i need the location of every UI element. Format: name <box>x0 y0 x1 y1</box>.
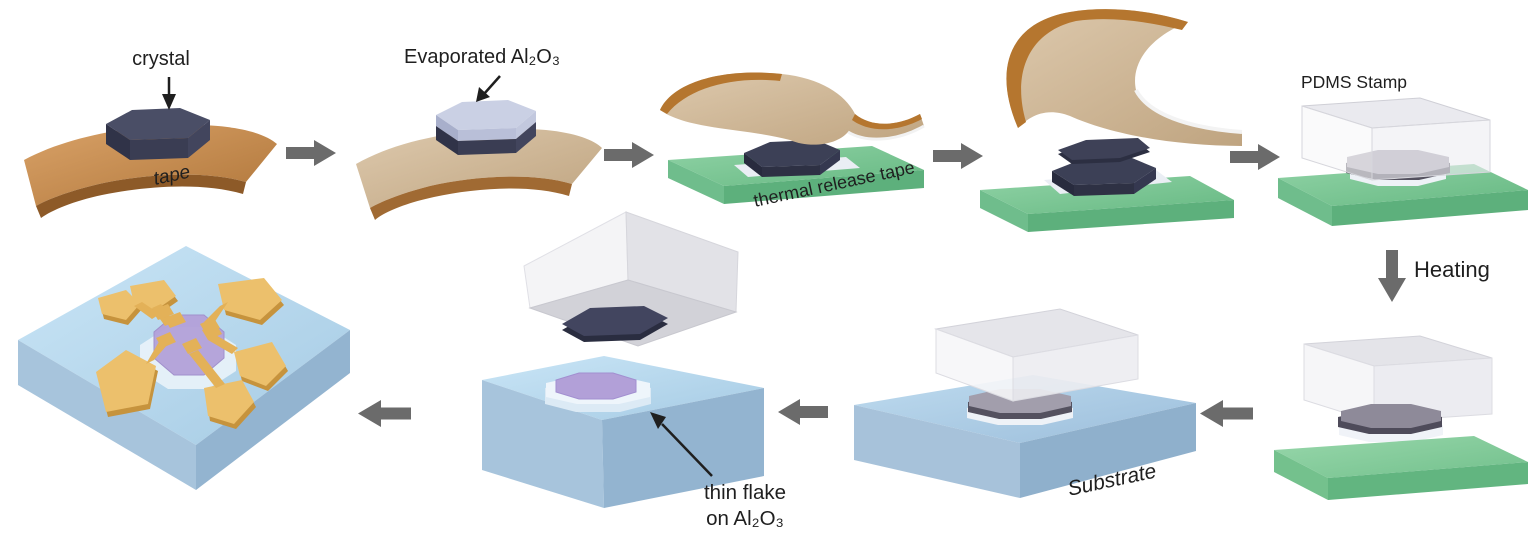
pdms-stamp-label: PDMS Stamp <box>1301 72 1407 92</box>
step2-al2o3-evaporation <box>348 42 643 252</box>
electrode-pads <box>96 278 286 424</box>
tape-pressed-down <box>660 72 925 145</box>
step7-stamp-on-substrate <box>848 293 1204 518</box>
thermal-release-tape-slab <box>980 176 1234 232</box>
tape <box>24 125 277 218</box>
flow-arrow-left-6-icon <box>778 399 828 425</box>
crystal-pointer-arrow-icon <box>162 77 176 110</box>
thermal-release-tape-slab <box>668 146 924 204</box>
evaporated-pointer-arrow-icon <box>476 75 501 102</box>
electrode-fingers <box>134 302 238 388</box>
step3-flip-on-thermal-release-tape <box>640 66 940 238</box>
evaporated-al2o3-label: Evaporated Al₂O₃ <box>404 46 560 68</box>
thin-flake-pointer-arrow-icon <box>650 412 713 477</box>
flow-arrow-right-1-icon <box>286 140 336 166</box>
step8-release-thin-flake <box>478 208 820 548</box>
pdms-stamp <box>934 308 1139 402</box>
thin-flake-on-al2o3 <box>545 372 651 412</box>
step1-crystal-on-tape <box>18 30 293 225</box>
thin-flake-label-line1: thin flake <box>703 481 787 504</box>
residual-crystal-on-stamp <box>562 306 668 342</box>
step6-pdms-lift-after-heating <box>1262 322 1536 518</box>
flow-arrow-left-7-icon <box>358 400 411 427</box>
step4-peel-tape <box>952 8 1247 236</box>
cleaved-crystal-on-tape <box>1052 158 1156 196</box>
peeled-tape <box>1006 9 1243 146</box>
flow-arrow-right-3-icon <box>933 143 983 169</box>
step9-device-with-electrodes <box>8 240 393 548</box>
crystal-face-down <box>744 140 840 177</box>
crystal-label: crystal <box>132 48 190 70</box>
pdms-stamp <box>1301 97 1491 181</box>
thermal-release-tape-slab <box>1274 436 1528 500</box>
heating-arrow-down-icon <box>1378 250 1406 302</box>
bulk-crystal <box>106 108 210 160</box>
crystal-with-al2o3-cap <box>436 100 536 155</box>
flow-arrow-right-4-icon <box>1230 144 1280 170</box>
flake-stuck-to-tape <box>1058 138 1150 164</box>
flow-arrow-left-5-icon <box>1200 400 1253 427</box>
thin-flake-label-line2: on Al₂O₃ <box>706 507 784 530</box>
substrate-slab <box>482 356 764 508</box>
heating-label: Heating <box>1414 257 1490 282</box>
gold-electrodes <box>96 278 288 429</box>
flow-arrow-right-2-icon <box>604 142 654 168</box>
pdms-stamp-with-flake <box>1303 335 1493 442</box>
thin-flake-stack <box>967 389 1073 425</box>
coated-tape <box>356 129 602 220</box>
step5-pdms-stamp-press <box>1272 48 1536 238</box>
